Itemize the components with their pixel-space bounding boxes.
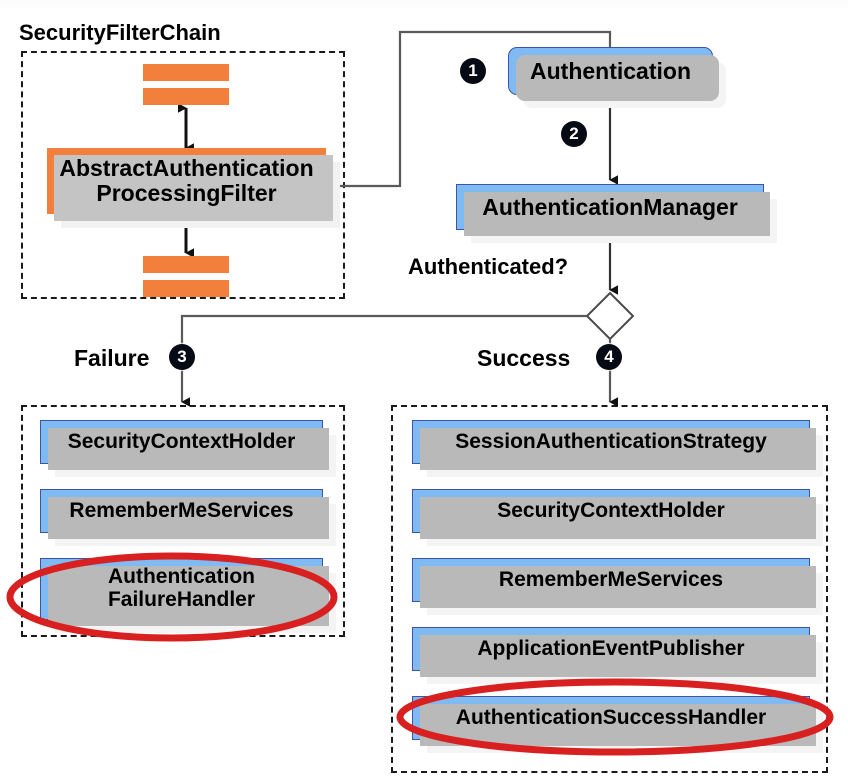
success-item-label: ApplicationEventPublisher: [477, 636, 745, 660]
step-bullet-4-label: 4: [604, 347, 614, 366]
step-bullet-4: 4: [596, 344, 622, 370]
step-bullet-2: 2: [561, 121, 587, 147]
failure-item-security-context-holder[interactable]: SecurityContextHolder: [40, 420, 336, 477]
node-abstract-authentication-processing-filter[interactable]: AbstractAuthentication ProcessingFilter: [47, 148, 340, 228]
failure-item-label: SecurityContextHolder: [67, 429, 296, 453]
failure-item-label-line1: Authentication: [107, 565, 255, 589]
success-item-label: SecurityContextHolder: [497, 498, 725, 522]
success-item-label: AuthenticationSuccessHandler: [455, 705, 767, 729]
success-item-remember-me-services[interactable]: RememberMeServices: [412, 558, 823, 615]
filter-bar-top-1: [143, 64, 229, 81]
step-bullet-1-label: 1: [468, 61, 478, 80]
filter-bar-top-2: [143, 88, 229, 105]
node-shadow: [48, 428, 329, 470]
label-success: Success: [477, 345, 571, 371]
node-authentication[interactable]: Authentication: [508, 47, 726, 108]
step-bullet-3: 3: [169, 344, 195, 370]
filter-bar-bottom-1: [143, 256, 229, 273]
filter-label-line1: AbstractAuthentication: [59, 155, 314, 182]
label-failure: Failure: [74, 345, 150, 371]
node-shadow: [420, 566, 816, 608]
decision-diamond: [585, 291, 635, 341]
node-shadow: [420, 428, 816, 470]
node-shadow: [420, 635, 816, 677]
step-bullet-3-label: 3: [177, 347, 187, 366]
success-item-security-context-holder[interactable]: SecurityContextHolder: [412, 489, 823, 546]
failure-item-label: RememberMeServices: [69, 498, 294, 522]
filter-label-line2: ProcessingFilter: [96, 180, 277, 206]
node-authentication-manager[interactable]: AuthenticationManager: [456, 184, 777, 243]
success-item-application-event-publisher[interactable]: ApplicationEventPublisher: [412, 627, 823, 684]
step-bullet-1: 1: [460, 58, 486, 84]
node-shadow: [464, 192, 770, 236]
group-label-security-filter-chain: SecurityFilterChain: [19, 20, 221, 45]
failure-item-label-line2: FailureHandler: [107, 588, 256, 611]
success-item-label: SessionAuthenticationStrategy: [455, 429, 767, 453]
failure-item-authentication-failure-handler[interactable]: Authentication FailureHandler: [40, 558, 336, 633]
success-item-label: RememberMeServices: [498, 567, 724, 591]
failure-item-remember-me-services[interactable]: RememberMeServices: [40, 489, 336, 546]
success-item-authentication-success-handler[interactable]: AuthenticationSuccessHandler: [412, 696, 823, 753]
node-shadow: [420, 497, 816, 539]
success-item-session-authentication-strategy[interactable]: SessionAuthenticationStrategy: [412, 420, 823, 477]
node-authentication-label: Authentication: [530, 57, 691, 84]
top-band: [0, 0, 848, 10]
filter-bar-bottom-2: [143, 280, 229, 297]
node-shadow: [48, 497, 329, 539]
label-authenticated-question: Authenticated?: [408, 254, 569, 279]
step-bullet-2-label: 2: [569, 124, 579, 143]
node-authentication-manager-label: AuthenticationManager: [482, 193, 738, 220]
